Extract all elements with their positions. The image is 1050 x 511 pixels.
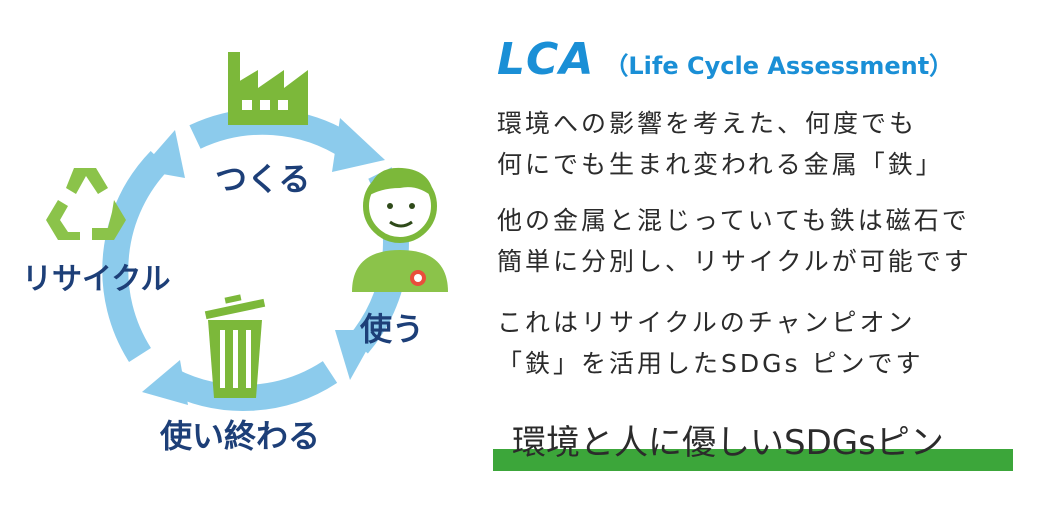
cycle-arrow-left [102, 150, 170, 362]
paragraph-line: 環境への影響を考えた、何度でも [497, 109, 918, 138]
paragraph-champion: これはリサイクルのチャンピオン 「鉄」を活用したSDGs ピンです [497, 302, 923, 384]
stage-label-use: 使う [359, 310, 424, 348]
arrowhead-left [140, 130, 185, 178]
paragraph-line: これはリサイクルのチャンピオン [497, 308, 916, 337]
arrowhead-top [332, 118, 385, 172]
lca-heading: LCA [497, 34, 595, 85]
lca-cycle-diagram: つくる 使う 使い終わる リサイクル [22, 52, 448, 455]
person-icon [352, 167, 448, 292]
factory-icon [228, 52, 308, 125]
arrowhead-right [335, 330, 378, 380]
lca-title: LCA （Life Cycle Assessment） [497, 34, 953, 85]
tagline-underline-bar [493, 449, 1013, 471]
cycle-arrow-top [189, 108, 358, 159]
paragraph-line: 簡単に分別し、リサイクルが可能です [497, 247, 972, 276]
paragraph-recycling: 他の金属と混じっていても鉄は磁石で 簡単に分別し、リサイクルが可能です [497, 200, 972, 282]
stage-label-make: つくる [215, 160, 310, 198]
lca-subtitle: （Life Cycle Assessment） [604, 52, 954, 80]
stage-label-recycle: リサイクル [22, 262, 171, 297]
trash-can-icon [204, 294, 266, 398]
arrowhead-bottom [142, 360, 188, 405]
tagline: 環境と人に優しいSDGsピン [512, 423, 944, 463]
recycle-icon [46, 168, 126, 240]
stage-label-dispose: 使い終わる [159, 417, 320, 455]
paragraph-line: 他の金属と混じっていても鉄は磁石で [497, 206, 970, 235]
paragraph-environment: 環境への影響を考えた、何度でも 何にでも生まれ変われる金属「鉄」 [497, 103, 944, 185]
paragraph-line: 何にでも生まれ変われる金属「鉄」 [497, 150, 944, 179]
paragraph-line: 「鉄」を活用したSDGs ピンです [497, 349, 924, 378]
